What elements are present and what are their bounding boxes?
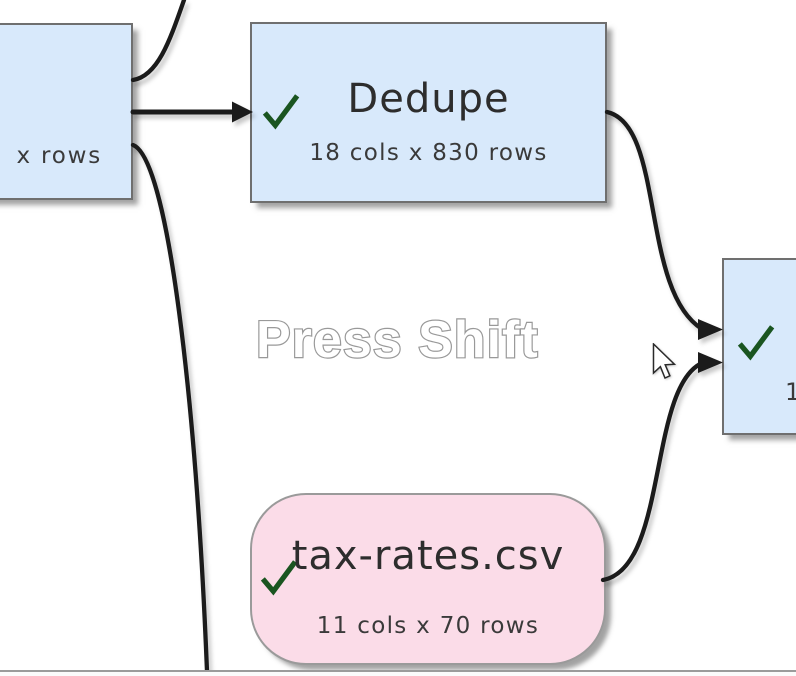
node-title: Dedupe: [347, 76, 510, 122]
node-subtitle-fragment: x rows: [16, 143, 102, 169]
node-dedupe[interactable]: Dedupe 18 cols x 830 rows: [250, 22, 607, 203]
arrowhead-into-right-top: [698, 319, 723, 340]
check-icon: [262, 94, 300, 130]
connector-taxrates-to-right: [600, 360, 705, 583]
canvas-below-edge: [0, 672, 796, 676]
connector-dedupe-to-right: [604, 109, 705, 332]
check-icon: [260, 560, 298, 596]
arrowhead-into-right-bottom: [698, 352, 723, 373]
node-partial-right[interactable]: 1: [722, 258, 796, 435]
node-subtitle-fragment: 1: [785, 378, 796, 406]
node-tax-rates-csv[interactable]: tax-rates.csv 11 cols x 70 rows: [250, 493, 606, 665]
connector-left-to-offscreen-top: [130, 0, 187, 83]
canvas-bottom-edge: [0, 670, 796, 672]
arrow-cursor-icon: [652, 343, 677, 380]
connector-left-to-offscreen-bottom: [130, 142, 210, 674]
check-icon: [737, 325, 775, 361]
node-subtitle: 11 cols x 70 rows: [316, 613, 540, 639]
node-partial-left[interactable]: x rows: [0, 23, 133, 200]
node-subtitle: 18 cols x 830 rows: [309, 140, 548, 166]
press-shift-hint: Press Shift: [256, 311, 539, 369]
hint-overlay: Press Shift: [255, 310, 539, 370]
node-title: tax-rates.csv: [291, 533, 565, 579]
